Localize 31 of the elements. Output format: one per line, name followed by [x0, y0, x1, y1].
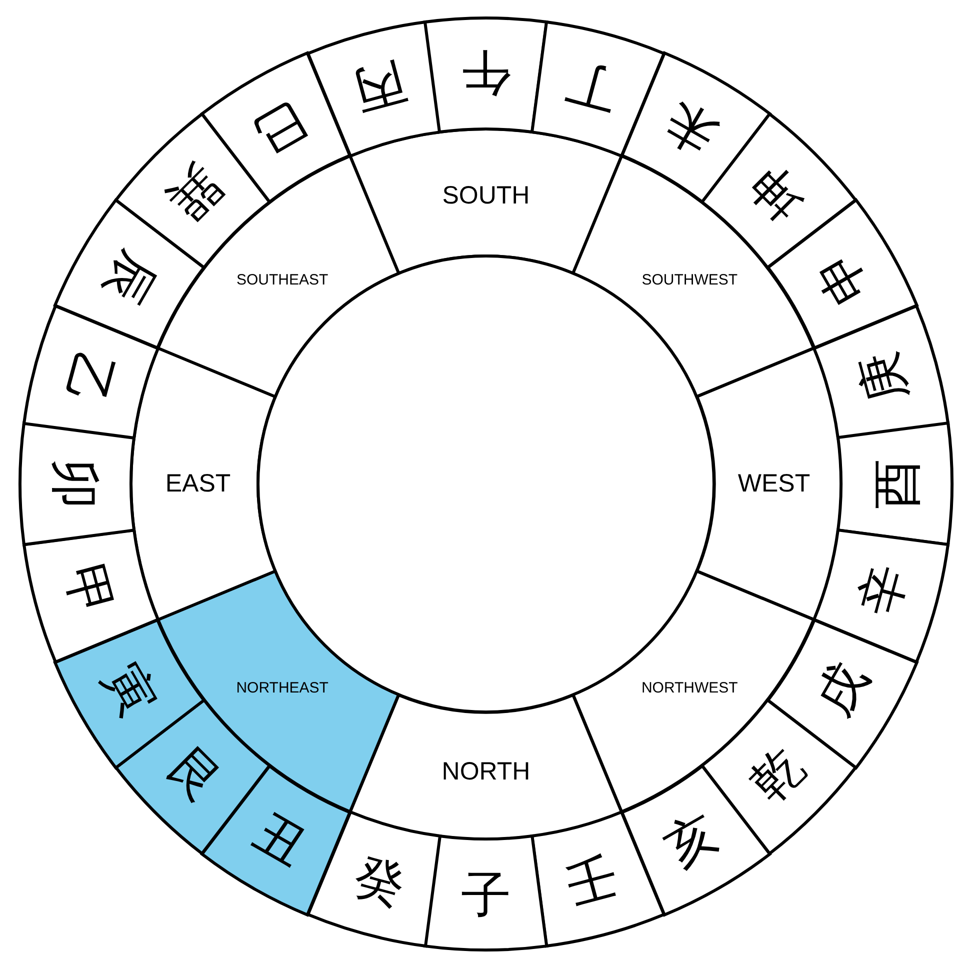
character-label: 亥: [657, 806, 726, 874]
character-label: 巽: [160, 158, 231, 229]
character-label: 卯: [50, 458, 100, 509]
character-label: 巳: [246, 94, 315, 162]
direction-label: NORTHWEST: [641, 680, 738, 696]
character-label: 坤: [741, 158, 812, 229]
character-label: 酉: [872, 458, 922, 509]
direction-label: WEST: [738, 471, 810, 496]
direction-label: NORTH: [442, 759, 530, 784]
character-label: 戌: [808, 655, 876, 724]
character-label: 乾: [741, 739, 812, 810]
character-label: 未: [657, 94, 726, 162]
direction-label: SOUTHWEST: [642, 272, 738, 288]
character-label: 艮: [160, 739, 231, 810]
character-label: 子: [460, 870, 511, 920]
direction-label: NORTHEAST: [236, 680, 328, 696]
character-label: 寅: [96, 655, 164, 724]
character-label: 庚: [852, 347, 914, 408]
character-label: 甲: [58, 560, 120, 621]
direction-label: SOUTHEAST: [236, 272, 328, 288]
character-label: 辰: [96, 244, 164, 313]
character-label: 乙: [58, 347, 120, 408]
character-label: 丑: [246, 806, 315, 874]
character-label: 辛: [852, 560, 914, 621]
character-label: 丁: [562, 56, 623, 118]
character-label: 癸: [349, 850, 410, 912]
direction-label: SOUTH: [442, 184, 530, 208]
character-label: 申: [808, 244, 876, 313]
character-label: 壬: [562, 850, 623, 912]
direction-label: EAST: [165, 471, 231, 496]
character-label: 丙: [349, 56, 410, 118]
